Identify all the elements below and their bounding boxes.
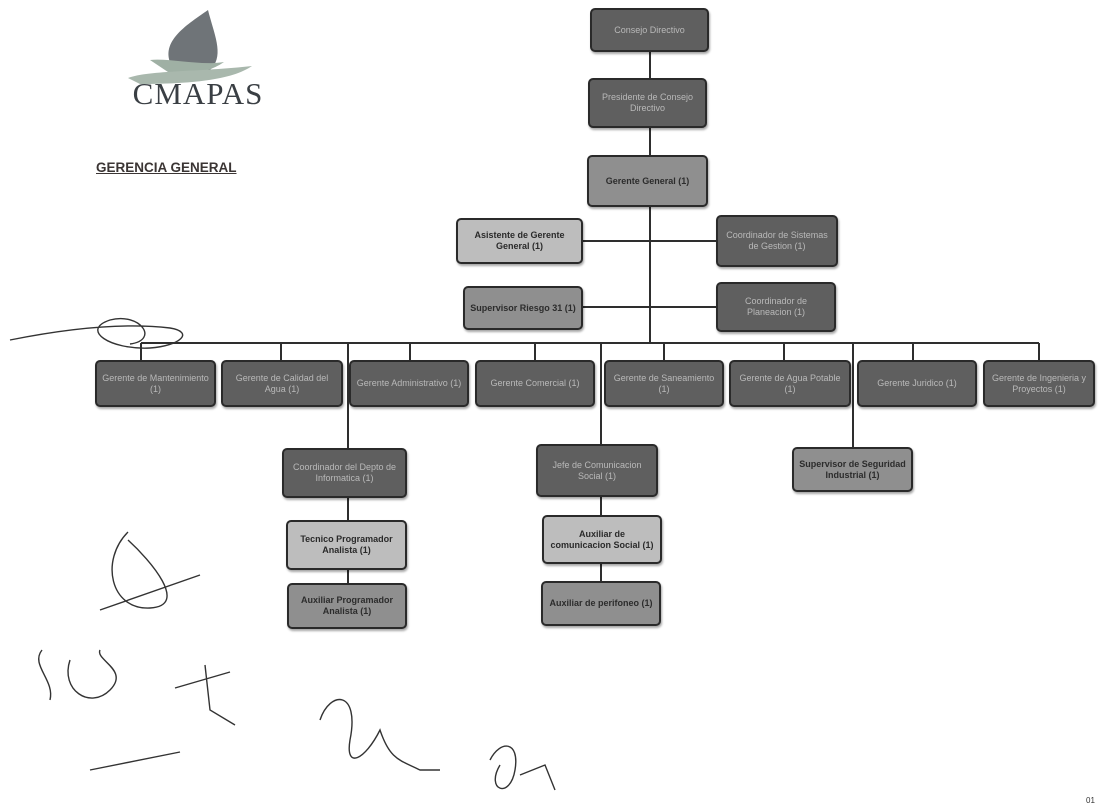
node-coordinador-informatica: Coordinador del Depto de Informatica (1) xyxy=(282,448,407,498)
page-number: 01 xyxy=(1086,796,1095,805)
node-auxiliar-programador: Auxiliar Programador Analista (1) xyxy=(287,583,407,629)
node-gerente-juridico: Gerente Juridico (1) xyxy=(857,360,977,407)
node-coordinador-planeacion: Coordinador de Planeacion (1) xyxy=(716,282,836,332)
node-gerente-agua-potable: Gerente de Agua Potable (1) xyxy=(729,360,851,407)
section-title: GERENCIA GENERAL xyxy=(96,160,237,175)
node-gerente-ingenieria: Gerente de Ingenieria y Proyectos (1) xyxy=(983,360,1095,407)
node-gerente-saneamiento: Gerente de Saneamiento (1) xyxy=(604,360,724,407)
node-gerente-calidad-agua: Gerente de Calidad del Agua (1) xyxy=(221,360,343,407)
node-supervisor-riesgo: Supervisor Riesgo 31 (1) xyxy=(463,286,583,330)
node-supervisor-seguridad: Supervisor de Seguridad Industrial (1) xyxy=(792,447,913,492)
node-presidente-consejo: Presidente de Consejo Directivo xyxy=(588,78,707,128)
node-gerente-mantenimiento: Gerente de Mantenimiento (1) xyxy=(95,360,216,407)
node-asistente-gerente: Asistente de Gerente General (1) xyxy=(456,218,583,264)
node-gerente-administrativo: Gerente Administrativo (1) xyxy=(349,360,469,407)
node-gerente-comercial: Gerente Comercial (1) xyxy=(475,360,595,407)
node-gerente-general: Gerente General (1) xyxy=(587,155,708,207)
signature-icon xyxy=(9,317,556,791)
node-auxiliar-comunicacion: Auxiliar de comunicacion Social (1) xyxy=(542,515,662,564)
logo-wordmark: CMAPAS xyxy=(132,76,264,111)
logo-drop-icon xyxy=(128,10,252,84)
node-auxiliar-perifoneo: Auxiliar de perifoneo (1) xyxy=(541,581,661,626)
node-jefe-comunicacion: Jefe de Comunicacion Social (1) xyxy=(536,444,658,497)
node-tecnico-programador: Tecnico Programador Analista (1) xyxy=(286,520,407,570)
node-consejo-directivo: Consejo Directivo xyxy=(590,8,709,52)
node-coordinador-sistemas: Coordinador de Sistemas de Gestion (1) xyxy=(716,215,838,267)
